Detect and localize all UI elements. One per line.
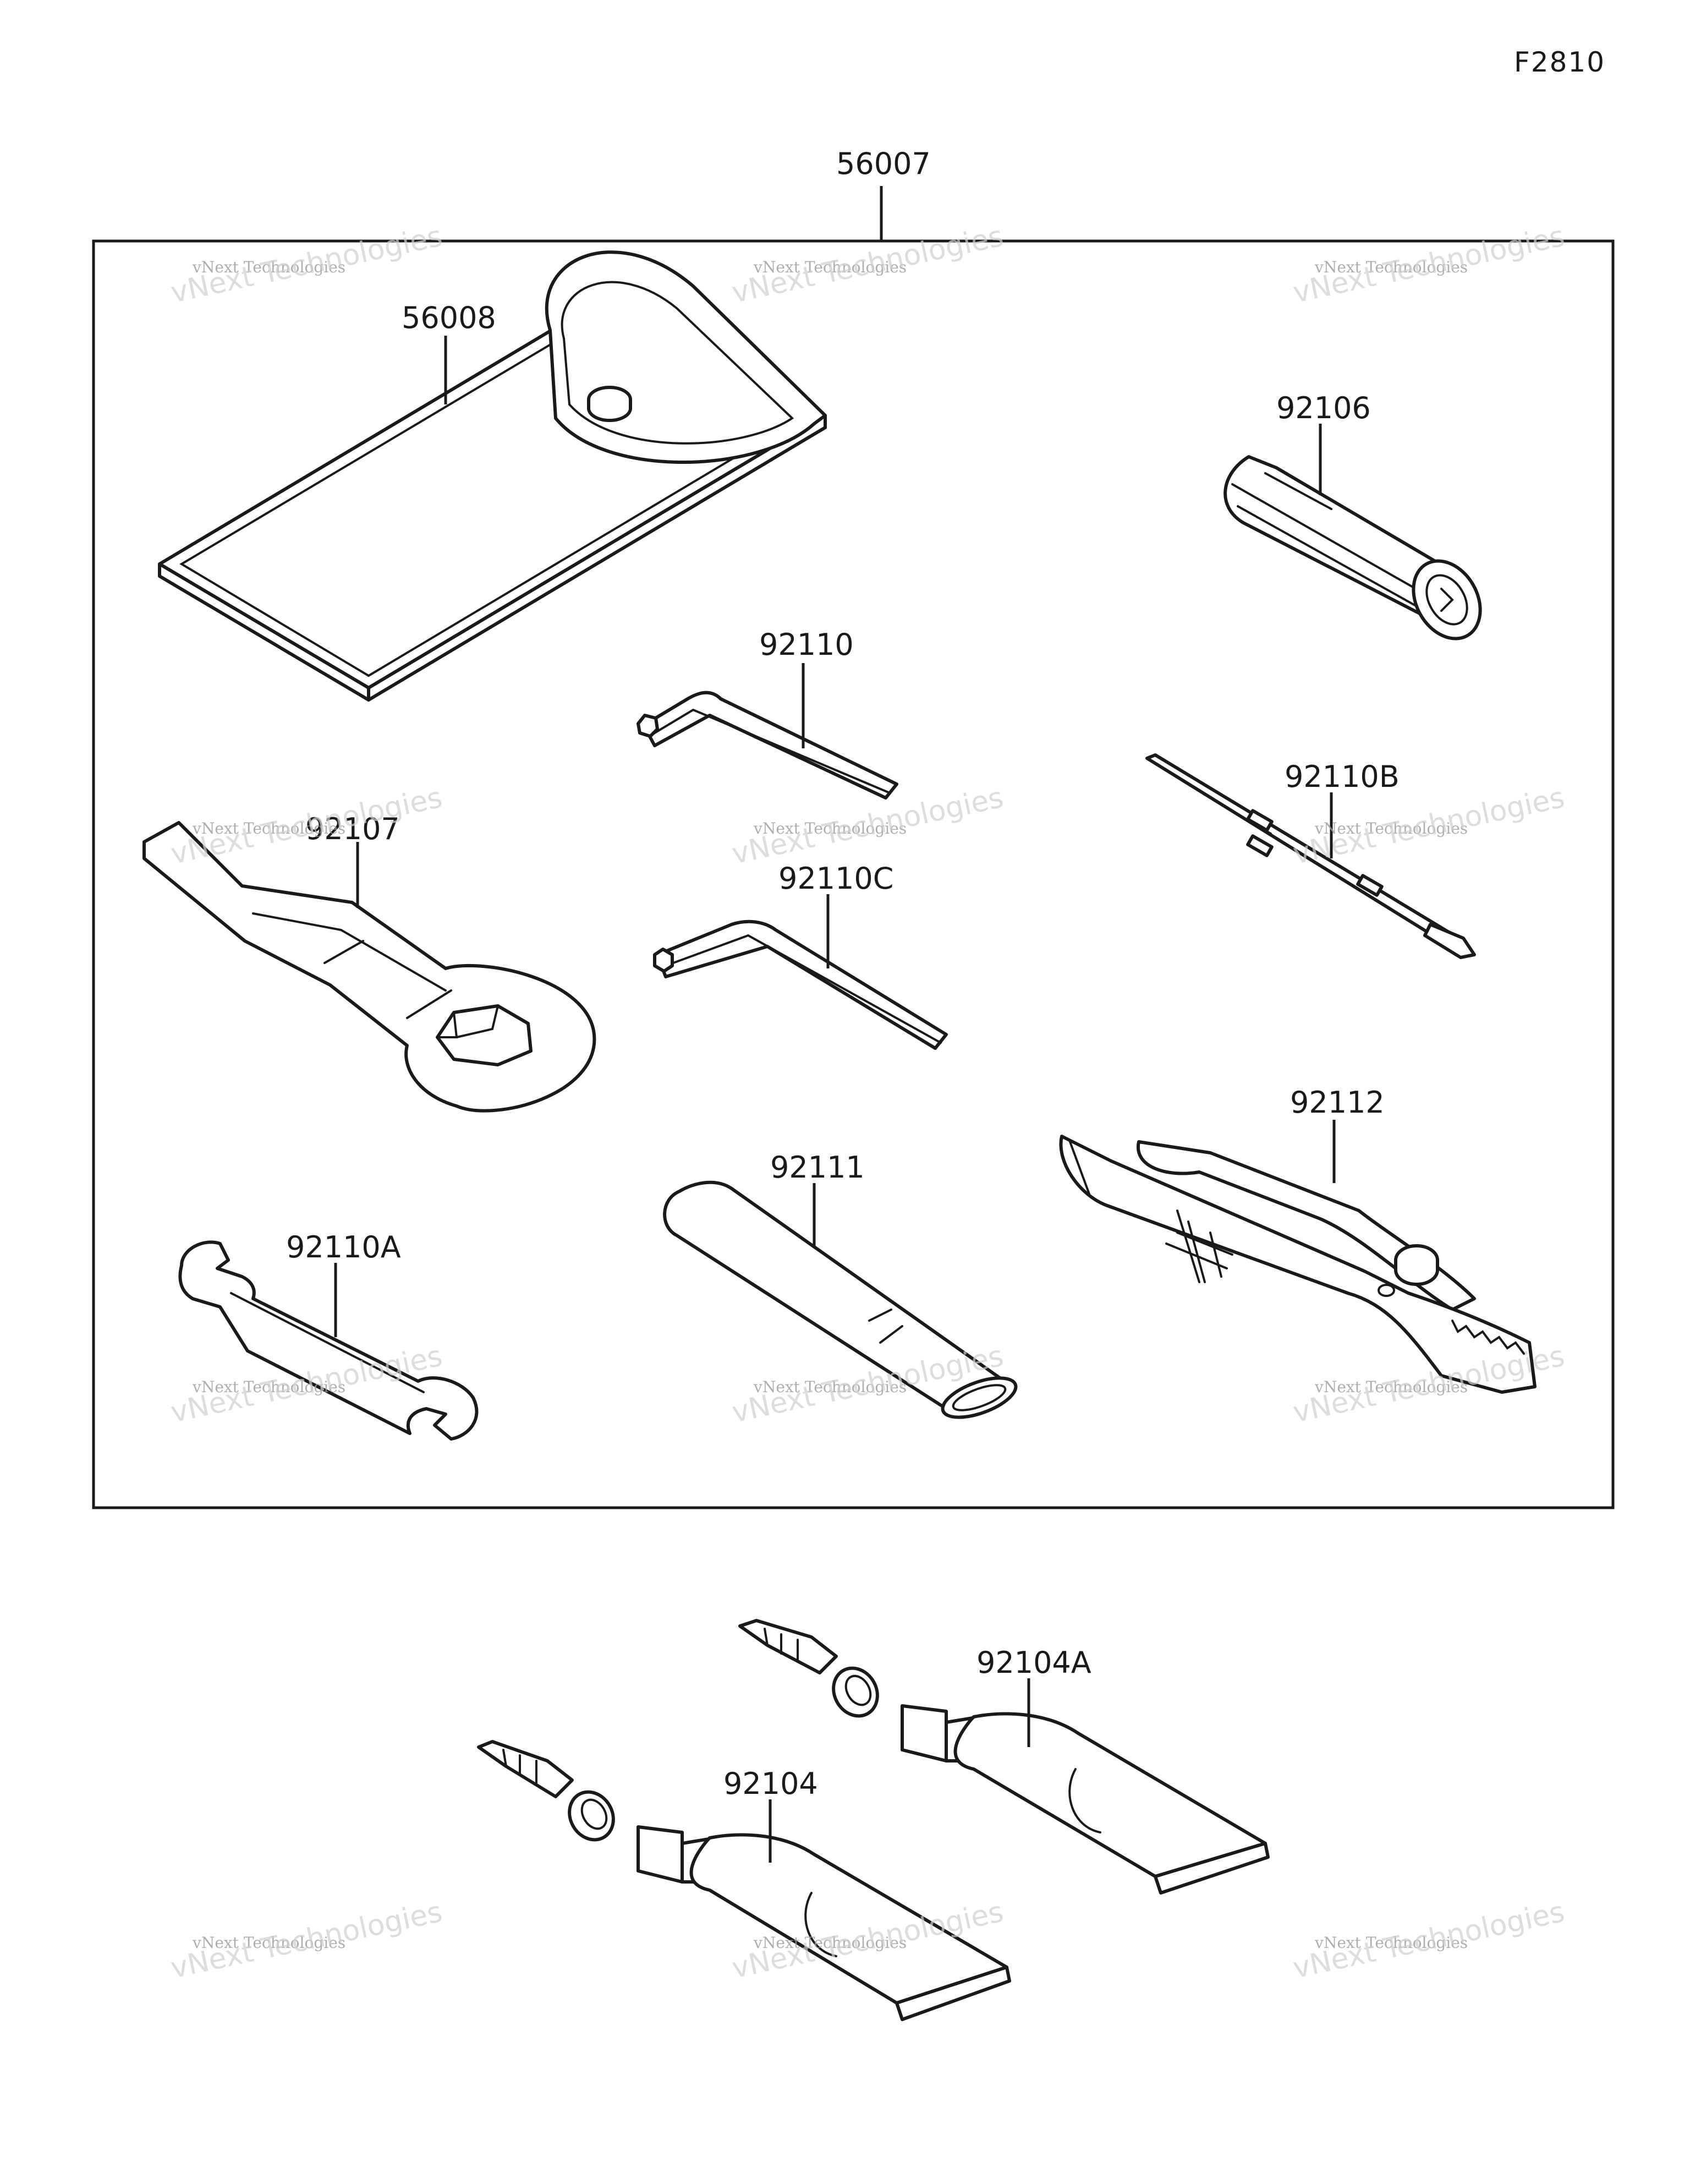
svg-text:vNext Technologies: vNext Technologies [753,1934,907,1952]
grease-tube-92104-illustration [477,1740,1011,2021]
part-label-92107[interactable]: 92110B [1285,759,1400,794]
part-label-92111[interactable]: 92111 [770,1150,865,1185]
figure-code: F2810 [1514,46,1605,78]
svg-text:vNext Technologies: vNext Technologies [192,258,345,276]
svg-text:vNext Technologies: vNext Technologies [1314,819,1468,838]
svg-text:vNext Technologies: vNext Technologies [192,819,345,838]
screwdriver-grip-illustration [1223,455,1482,641]
part-label-92110A[interactable]: 92110A [286,1230,401,1265]
svg-text:vNext Technologies: vNext Technologies [1314,1934,1468,1952]
part-label-92110B[interactable]: 92107 [305,812,400,846]
part-label-56008[interactable]: 56008 [402,300,496,335]
part-label-92112[interactable]: 92112 [1290,1085,1385,1120]
watermark-10: vNext Technologies vNext Technologies [168,1896,445,1985]
tool-kit-frame [92,239,1615,1509]
watermark-3: vNext Technologies vNext Technologies [1290,220,1567,310]
tool-pouch-illustration [158,250,827,702]
open-end-wrench-illustration [178,1240,479,1441]
part-label-92104[interactable]: 92104 [723,1766,818,1801]
svg-text:vNext Technologies: vNext Technologies [192,1934,345,1952]
svg-text:vNext Technologies: vNext Technologies [1314,258,1468,276]
ring-spanner-illustration [142,821,596,1113]
part-label-92110C[interactable]: 92110C [778,861,894,896]
watermark-2: vNext Technologies vNext Technologies [729,220,1006,310]
watermark-4: vNext Technologies vNext Technologies [168,781,445,871]
pliers-illustration [1059,1135,1537,1394]
part-label-92104A[interactable]: 92104A [976,1645,1091,1680]
svg-text:vNext Technologies: vNext Technologies [753,819,907,838]
watermark-12: vNext Technologies vNext Technologies [1290,1896,1567,1985]
svg-text:vNext Technologies: vNext Technologies [1314,1378,1468,1396]
part-label-92106[interactable]: 92106 [1276,391,1371,425]
extension-tube-illustration [663,1180,1018,1419]
hex-key-92110-illustration [637,691,898,800]
part-label-56007[interactable]: 56007 [836,146,931,181]
watermark-5: vNext Technologies vNext Technologies [729,781,1006,871]
grease-tube-92104A-illustration [738,1619,1270,1895]
double-screwdriver-illustration [1145,753,1476,959]
hex-key-92110C-illustration [653,919,948,1050]
svg-text:vNext Technologies: vNext Technologies [753,1378,907,1396]
part-label-92110[interactable]: 92110 [759,627,854,662]
svg-text:vNext Technologies: vNext Technologies [753,258,907,276]
svg-text:vNext Technologies: vNext Technologies [192,1378,345,1396]
watermark-1: vNext Technologies vNext Technologies [168,220,445,310]
